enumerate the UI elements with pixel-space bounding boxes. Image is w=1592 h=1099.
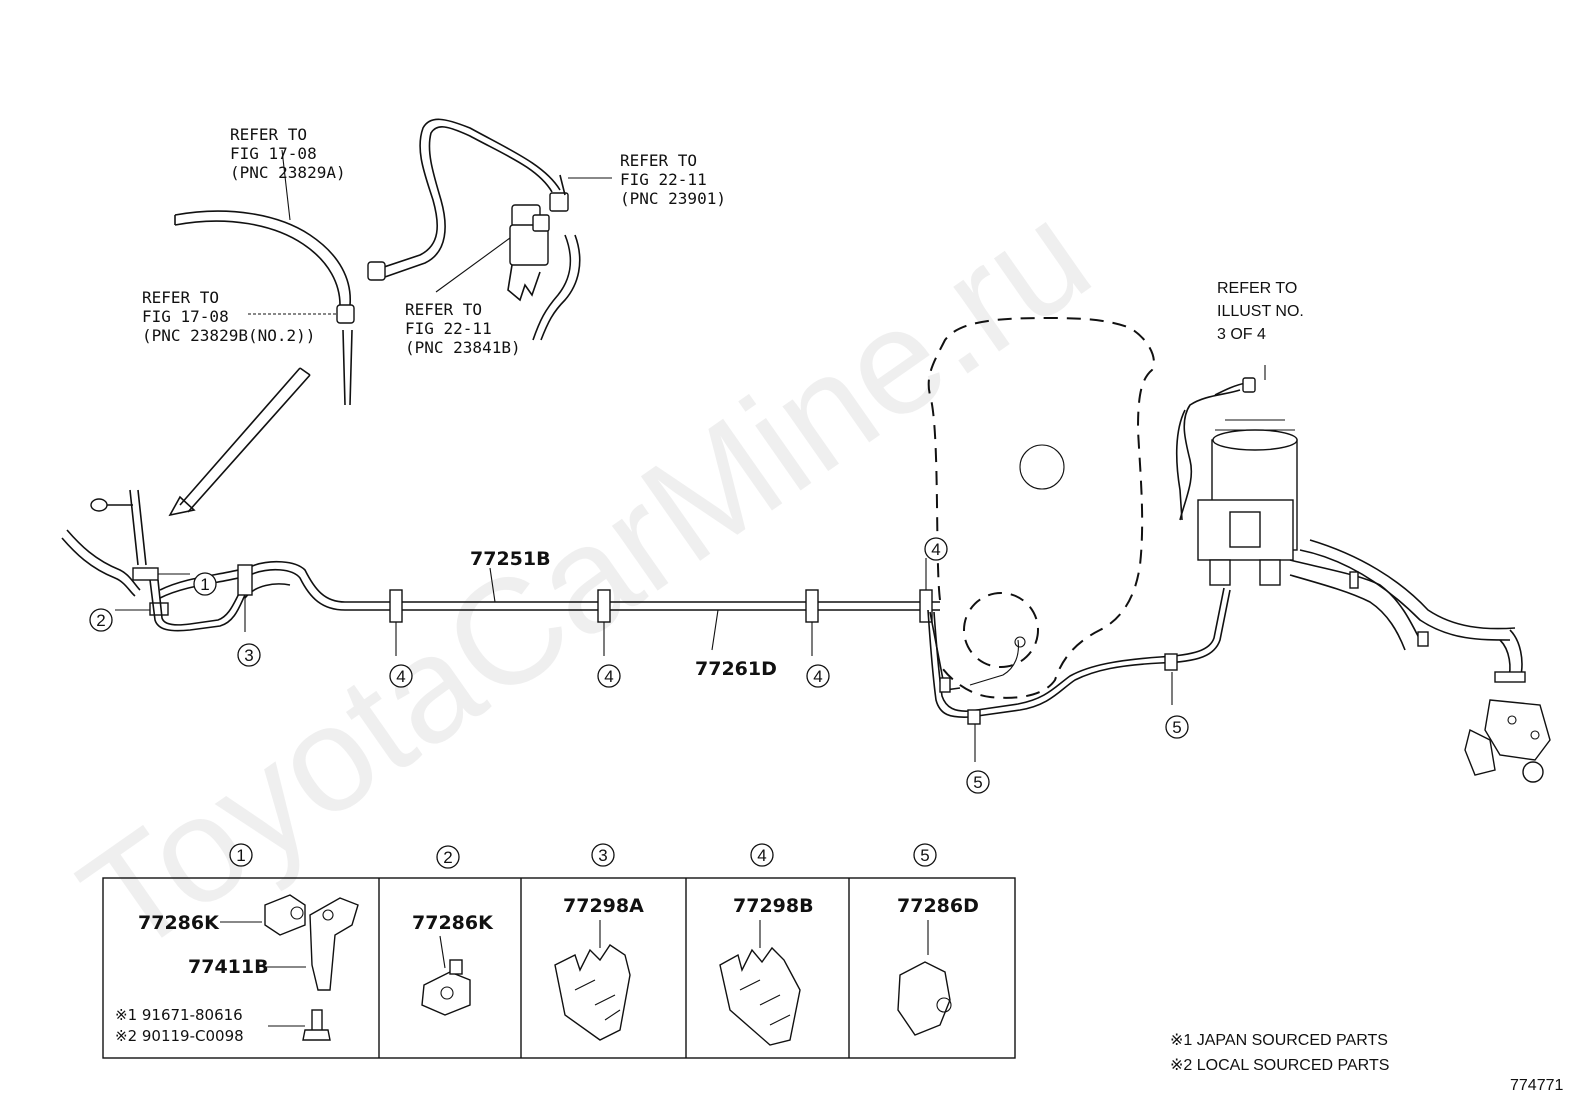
svg-text:4: 4	[757, 846, 766, 865]
bracket-77411b-drawing	[309, 897, 359, 991]
callout-5-main-a: 5	[966, 770, 990, 794]
ref-d-line1: REFER TO	[620, 151, 697, 170]
reference-fig-22-11-b: REFER TO FIG 22-11 (PNC 23901)	[620, 151, 726, 208]
svg-text:1: 1	[200, 575, 209, 594]
ref-b-line2: FIG 17-08	[142, 307, 229, 326]
reference-fig-17-08-a: REFER TO FIG 17-08 (PNC 23829A)	[230, 125, 346, 182]
callout-5-main-b: 5	[1165, 715, 1189, 739]
part-label-77261d: 77261D	[695, 658, 777, 680]
svg-text:4: 4	[813, 667, 822, 686]
table-header-3: 3	[591, 843, 615, 867]
arrow-pointer	[168, 367, 311, 517]
callout-4-main-a: 4	[389, 664, 413, 688]
col3-part-77298a: 77298A	[563, 895, 644, 917]
callout-4-main-d: 4	[924, 537, 948, 561]
ref-e-line3: 3 OF 4	[1217, 326, 1266, 343]
leader-lines	[115, 558, 1173, 762]
col4-part-77298b: 77298B	[733, 895, 814, 917]
figure-number: 774771	[1510, 1077, 1563, 1094]
ref-c-line1: REFER TO	[405, 300, 482, 319]
col1-part-77411b: 77411B	[188, 956, 269, 978]
svg-text:3: 3	[244, 646, 253, 665]
col2-part-77286k: 77286K	[412, 912, 494, 934]
callout-4-main-c: 4	[806, 664, 830, 688]
svg-text:5: 5	[920, 846, 929, 865]
ref-a-line2: FIG 17-08	[230, 144, 317, 163]
svg-text:2: 2	[96, 611, 105, 630]
svg-text:2: 2	[443, 848, 452, 867]
clip-77298b-drawing	[719, 946, 801, 1046]
svg-text:5: 5	[973, 773, 982, 792]
svg-text:3: 3	[598, 846, 607, 865]
legend-japan: ※1 JAPAN SOURCED PARTS	[1170, 1032, 1388, 1049]
svg-text:4: 4	[604, 667, 613, 686]
clip-77286k-drawing	[264, 894, 306, 936]
ref-d-line2: FIG 22-11	[620, 170, 707, 189]
ref-e-line1: REFER TO	[1217, 280, 1297, 297]
ref-a-line3: (PNC 23829A)	[230, 163, 346, 182]
ref-a-line1: REFER TO	[230, 125, 307, 144]
hose-23829a	[174, 149, 351, 306]
svg-text:1: 1	[236, 846, 245, 865]
left-end-assembly	[61, 489, 246, 632]
col1-part-77286k: 77286K	[138, 912, 220, 934]
clip-77286d-drawing	[897, 961, 952, 1036]
svg-text:5: 5	[1172, 718, 1181, 737]
svg-text:4: 4	[396, 667, 405, 686]
ref-c-line3: (PNC 23841B)	[405, 338, 521, 357]
detail-table: 1 2 3 4 5 77286K 77411B ※1 91671-80616 ※…	[102, 843, 1016, 1059]
callout-3-main: 3	[237, 643, 261, 667]
table-header-1: 1	[229, 843, 253, 867]
reference-fig-17-08-b: REFER TO FIG 17-08 (PNC 23829B(NO.2))	[142, 288, 315, 345]
legend: ※1 JAPAN SOURCED PARTS ※2 LOCAL SOURCED …	[1170, 1032, 1389, 1074]
ref-b-line3: (PNC 23829B(NO.2))	[142, 326, 315, 345]
ref-d-line3: (PNC 23901)	[620, 189, 726, 208]
svg-text:4: 4	[931, 540, 940, 559]
callout-4-main-b: 4	[597, 664, 621, 688]
table-header-5: 5	[913, 843, 937, 867]
callout-1-main: 1	[193, 572, 217, 596]
fuel-tank-outline	[927, 316, 1155, 699]
hose-23901	[367, 118, 612, 341]
clip-77298a-drawing	[554, 944, 631, 1041]
valve-23841b	[435, 204, 550, 302]
bolt-drawing	[302, 1009, 331, 1041]
ref-b-line1: REFER TO	[142, 288, 219, 307]
col5-part-77286d: 77286D	[897, 895, 979, 917]
table-header-2: 2	[436, 845, 460, 869]
clip-23829b	[248, 304, 355, 406]
reference-illust-no: REFER TO ILLUST NO. 3 OF 4	[1217, 280, 1304, 343]
col1-note-japan: ※1 91671-80616	[115, 1006, 243, 1024]
callout-2-main: 2	[89, 608, 113, 632]
ref-c-line2: FIG 22-11	[405, 319, 492, 338]
col1-note-local: ※2 90119-C0098	[115, 1027, 244, 1045]
part-label-77251b: 77251B	[470, 548, 551, 570]
ref-e-line2: ILLUST NO.	[1217, 303, 1304, 320]
table-header-4: 4	[750, 843, 774, 867]
right-tube-run	[927, 587, 1231, 725]
legend-local: ※2 LOCAL SOURCED PARTS	[1170, 1057, 1389, 1074]
reference-fig-22-11-a: REFER TO FIG 22-11 (PNC 23841B)	[405, 300, 521, 357]
canister-assembly	[1175, 365, 1551, 783]
clip-77286k-col2-drawing	[421, 959, 471, 1016]
